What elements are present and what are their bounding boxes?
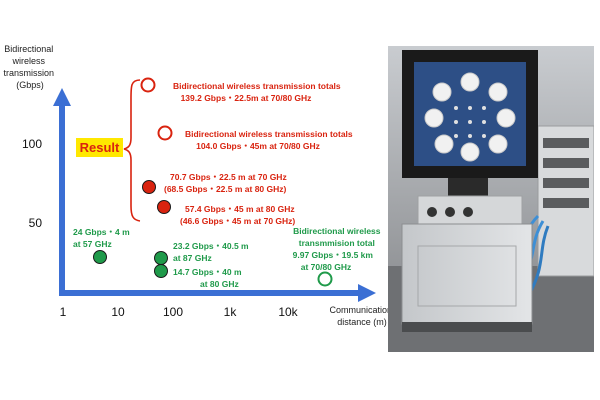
y-axis-arrow [53,88,71,106]
label-70-gbps: 70.7 Gbps・22.5 m at 70 GHz (68.5 Gbps・22… [164,172,289,194]
point-14-gbps [154,264,168,278]
data-points [93,77,333,287]
y-tick-50: 50 [29,216,43,230]
point-70-gbps [142,180,156,194]
label-9-97-gbps: Bidirectional wireless transmmision tota… [293,226,383,272]
x-axis-label: Communication distance (m) [329,305,394,327]
point-57-gbps [157,200,171,214]
y-axis-label: Bidirectional wireless transmission (Gbp… [3,44,56,90]
point-24-gbps [93,250,107,264]
result-badge-background [76,138,123,157]
result-brace [123,79,141,222]
x-axis-arrow [358,284,376,302]
axes [53,88,376,302]
x-tick-10: 10 [111,305,125,319]
label-139-gbps: Bidirectional wireless transmission tota… [173,81,343,103]
point-139-gbps [140,77,156,93]
label-23-gbps: 23.2 Gbps・40.5 m at 87 GHz [173,241,251,263]
label-24-gbps: 24 Gbps・4 m at 57 GHz [73,227,132,249]
label-14-gbps: 14.7 Gbps・40 m at 80 GHz [173,267,244,289]
point-104-gbps [157,125,173,141]
x-tick-100: 100 [163,305,183,319]
label-57-gbps: 57.4 Gbps・45 m at 80 GHz (46.6 Gbps・45 m… [180,204,297,226]
label-104-gbps: Bidirectional wireless transmission tota… [185,129,355,151]
antenna-equipment-photo [388,46,594,352]
x-tick-1: 1 [60,305,67,319]
result-label: Result [80,140,120,155]
y-tick-100: 100 [22,137,42,151]
point-9-97-gbps [317,271,333,287]
point-23-gbps [154,251,168,265]
x-tick-1k: 1k [224,305,238,319]
x-tick-10k: 10k [278,305,298,319]
